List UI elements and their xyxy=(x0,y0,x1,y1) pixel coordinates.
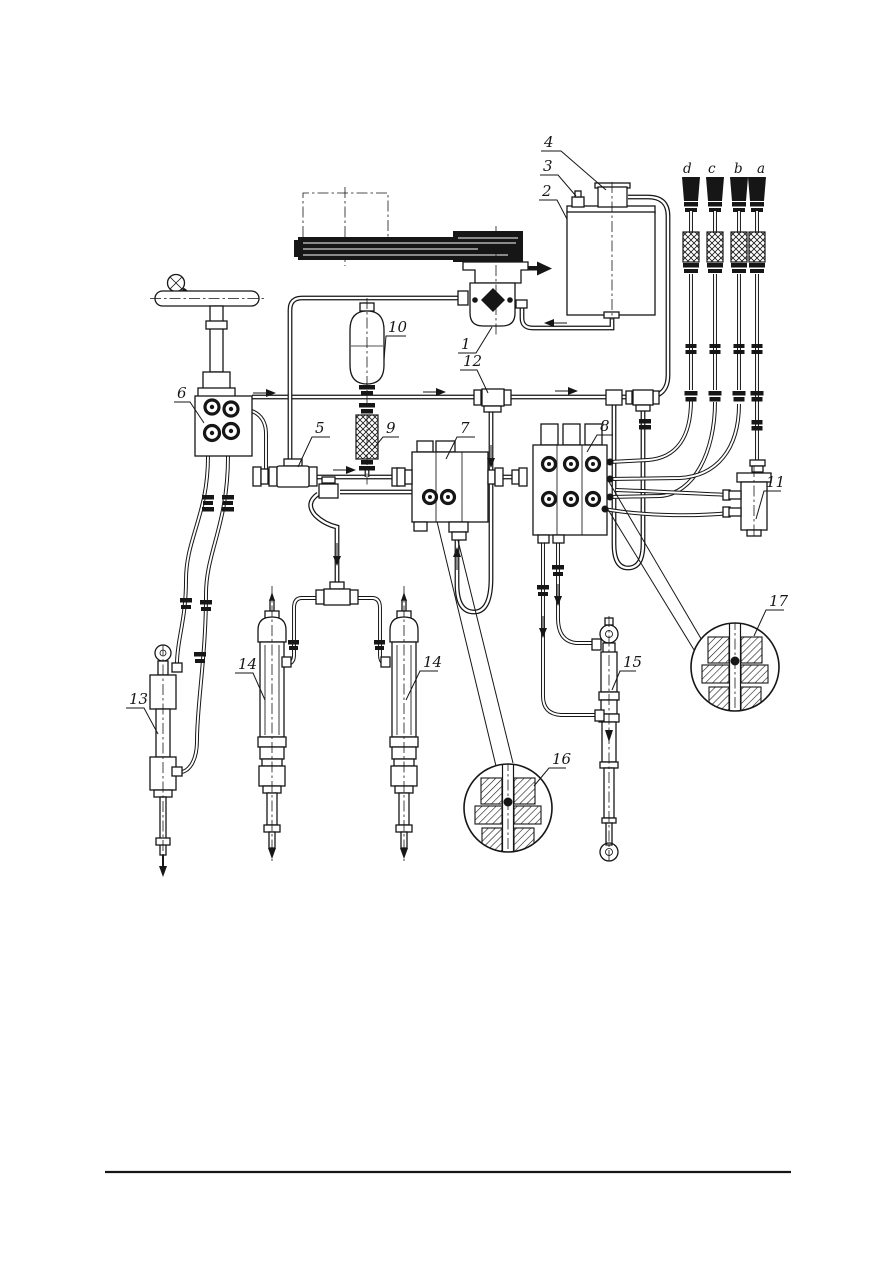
flow-arrow-down xyxy=(554,584,562,606)
tee-fitting-return-b xyxy=(625,389,660,430)
hose-stack-c xyxy=(609,401,717,499)
flow-arrow-down xyxy=(539,616,547,638)
callout-11-text: 11 xyxy=(766,473,785,491)
callout-3-text: 3 xyxy=(543,157,553,175)
outlet-stack-a xyxy=(746,175,768,431)
breather-cap xyxy=(571,190,585,208)
tee-fitting-12 xyxy=(473,388,512,413)
port-label-a: a xyxy=(757,161,765,177)
callout-14-right-text: 14 xyxy=(423,653,442,671)
outlet-stack-c xyxy=(704,175,726,404)
flow-arrow-up xyxy=(453,547,461,570)
callout-7: 7 xyxy=(445,419,475,460)
tank-outlet xyxy=(603,311,620,319)
callout-17-text: 17 xyxy=(769,592,789,610)
callout-15-text: 15 xyxy=(623,653,642,671)
detail-bubble-16 xyxy=(463,763,553,853)
oil-filter xyxy=(355,298,379,486)
outlet-stack-b xyxy=(728,175,750,404)
outlet-stack-d xyxy=(680,175,702,404)
callout-6: 6 xyxy=(174,384,205,424)
coupler-block-6 xyxy=(194,395,253,457)
tee-fitting-under-line-b xyxy=(318,467,400,499)
detail-leader-lines xyxy=(432,469,704,767)
callout-9: 9 xyxy=(373,419,399,449)
callout-7-text: 7 xyxy=(460,419,470,437)
callout-14-left-text: 14 xyxy=(238,655,257,673)
lift-cylinder-14-right xyxy=(380,585,419,862)
remote-cylinder-15 xyxy=(591,616,620,862)
callout-4: 4 xyxy=(541,133,607,191)
callout-12-text: 12 xyxy=(463,352,482,370)
flow-arrow-down xyxy=(487,445,495,468)
feed-15-lower xyxy=(541,535,597,717)
hose-stack-b xyxy=(609,403,741,481)
callout-9-text: 9 xyxy=(386,419,396,437)
drop-to-rear-cylinders xyxy=(308,492,340,590)
oil-tank xyxy=(566,182,656,320)
callout-12: 12 xyxy=(460,352,489,394)
callout-11: 11 xyxy=(755,473,785,520)
distribution-fitting-11 xyxy=(722,459,772,537)
flow-arrow-right xyxy=(333,466,356,474)
flow-arrow-right xyxy=(555,387,578,395)
callout-17: 17 xyxy=(753,592,789,637)
flow-arrow-down xyxy=(333,543,341,566)
callout-13-text: 13 xyxy=(129,690,148,708)
callout-5-text: 5 xyxy=(315,419,325,437)
callout-4-text: 4 xyxy=(543,133,554,151)
callout-2: 2 xyxy=(539,182,568,220)
callout-8: 8 xyxy=(586,417,613,453)
feed-15-upper xyxy=(556,535,594,645)
callouts: 1 2 3 4 5 6 7 8 9 10 11 12 13 14 14 15 1… xyxy=(126,133,789,787)
callout-1: 1 xyxy=(458,326,493,354)
control-valve-7 xyxy=(396,440,504,541)
flow-arrow-right xyxy=(253,389,276,397)
callout-13: 13 xyxy=(126,690,159,735)
port-label-b: b xyxy=(734,161,743,177)
callout-8-text: 8 xyxy=(600,417,610,435)
port-label-c: c xyxy=(708,161,716,177)
callout-16: 16 xyxy=(533,750,572,787)
branch-right-14 xyxy=(349,596,389,666)
flow-arrow-left xyxy=(544,319,567,327)
tee-fitting-return-a xyxy=(605,389,623,406)
tee-fitting-5 xyxy=(252,458,318,488)
callout-14-right: 14 xyxy=(405,653,442,701)
hand-control-lever xyxy=(150,273,266,398)
pump-mount-bracket xyxy=(462,261,552,284)
flow-arrow-right xyxy=(423,388,446,396)
callout-16-text: 16 xyxy=(552,750,572,768)
callout-5: 5 xyxy=(297,419,330,468)
hydraulic-pump xyxy=(457,226,528,336)
callout-1-text: 1 xyxy=(461,335,471,353)
lift-cylinder-14-left xyxy=(257,585,292,862)
detail-bubble-17 xyxy=(690,622,780,712)
coupler-socket-row xyxy=(540,455,602,508)
callout-2-text: 2 xyxy=(541,182,552,200)
callout-3: 3 xyxy=(540,157,577,197)
callout-10-text: 10 xyxy=(388,318,408,336)
callout-10: 10 xyxy=(383,318,408,361)
steering-cylinder-13 xyxy=(149,644,183,877)
flow-arrows xyxy=(253,319,578,638)
callout-15: 15 xyxy=(611,653,642,691)
port-label-d: d xyxy=(683,161,692,177)
callout-6-text: 6 xyxy=(177,384,187,402)
control-valve-8 xyxy=(511,423,614,544)
coupler-socket xyxy=(202,398,241,443)
drive-shaft xyxy=(294,231,523,262)
callout-14-left: 14 xyxy=(235,655,266,701)
branch-left-14 xyxy=(285,596,325,666)
hose-union-rings xyxy=(180,495,564,663)
tee-fitting-rear-cylinders xyxy=(288,581,385,650)
